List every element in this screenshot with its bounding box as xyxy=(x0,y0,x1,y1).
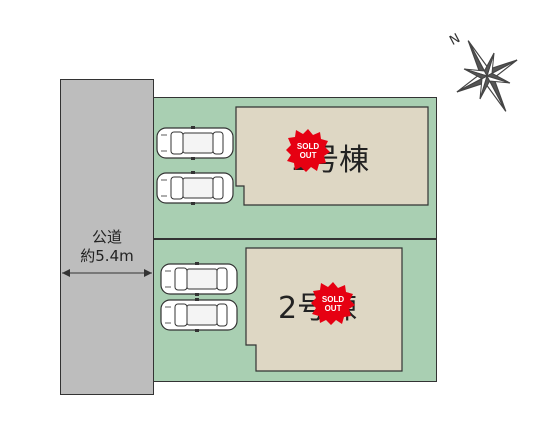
parking-car-2b xyxy=(160,297,238,333)
svg-text:OUT: OUT xyxy=(300,151,317,160)
parking-car-1a xyxy=(156,125,234,161)
parking-car-1b xyxy=(156,170,234,206)
road-label-line1: 公道 xyxy=(63,228,151,247)
svg-text:SOLD: SOLD xyxy=(297,142,319,151)
parking-car-2a xyxy=(160,261,238,297)
road-width-arrow xyxy=(62,269,152,277)
svg-text:SOLD: SOLD xyxy=(322,295,344,304)
compass-north-label: N xyxy=(447,31,463,49)
road-label-line2: 約5.4m xyxy=(63,247,151,266)
sold-out-badge-2: SOLD OUT xyxy=(311,282,355,325)
svg-text:OUT: OUT xyxy=(325,304,342,313)
sold-out-badge-1: SOLD OUT xyxy=(286,129,330,172)
road-label: 公道 約5.4m xyxy=(63,228,151,266)
building-1-footprint xyxy=(235,106,429,206)
compass-rose-icon xyxy=(456,40,518,112)
